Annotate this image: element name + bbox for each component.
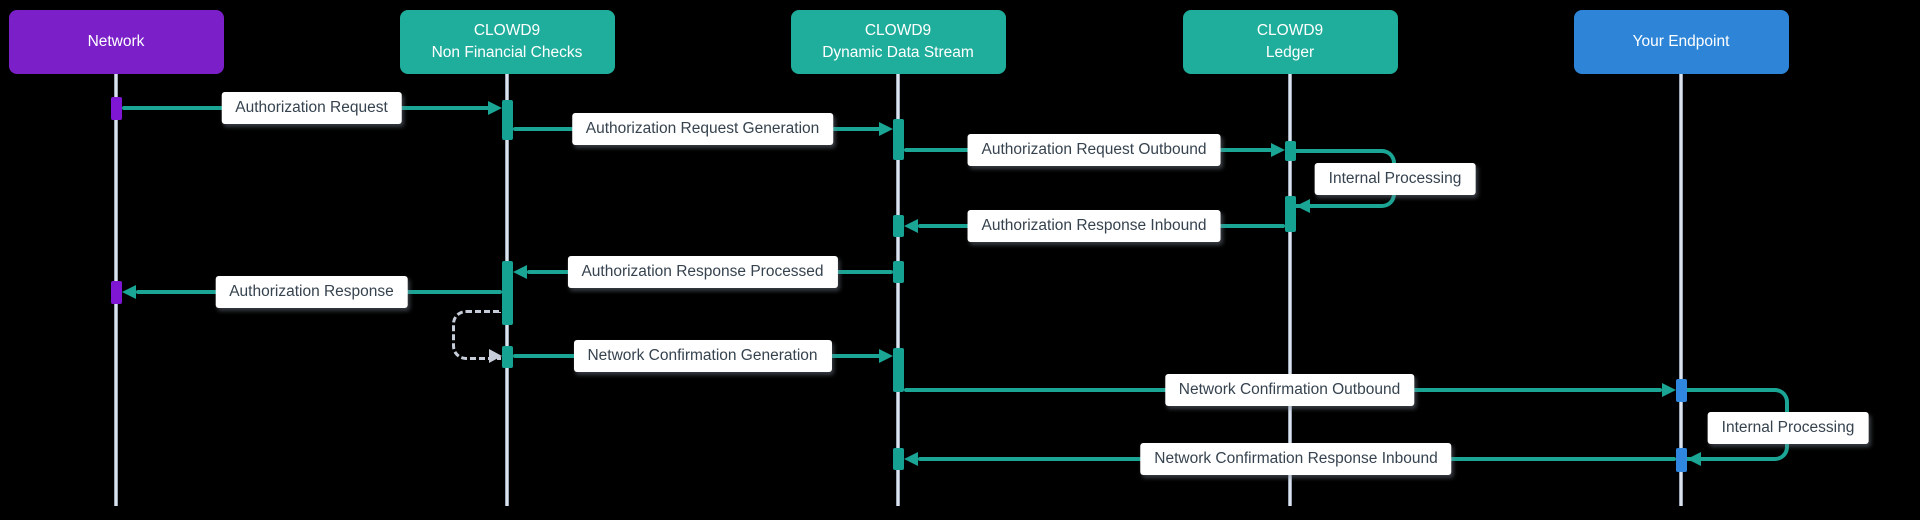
arrowhead-authorization-request-outbound-icon xyxy=(1270,142,1285,157)
actor-your-endpoint: Your Endpoint xyxy=(1573,10,1789,74)
message-label-authorization-response-processed: Authorization Response Processed xyxy=(567,256,838,288)
arrowhead-authorization-request-icon xyxy=(487,100,502,115)
activation-ledger-1 xyxy=(1284,141,1296,161)
activation-network-2 xyxy=(110,281,122,304)
message-label-network-confirmation-outbound: Network Confirmation Outbound xyxy=(1164,374,1415,406)
activation-nfc-3 xyxy=(501,346,513,368)
arrowhead-authorization-response-processed-icon xyxy=(512,264,527,279)
message-label-authorization-response-inbound: Authorization Response Inbound xyxy=(967,210,1221,242)
activation-dds-3 xyxy=(892,261,904,283)
actor-clowd9-dynamic-data-stream: CLOWD9 Dynamic Data Stream xyxy=(790,10,1006,74)
actor-ledger-label-line2: Ledger xyxy=(1265,44,1315,61)
actor-endpoint-label: Your Endpoint xyxy=(1632,33,1730,50)
actor-network-label: Network xyxy=(87,33,145,50)
arrowhead-network-confirmation-response-inbound-icon xyxy=(903,451,918,466)
activation-ledger-2 xyxy=(1284,196,1296,232)
arrowhead-network-confirmation-outbound-icon xyxy=(1661,382,1676,397)
actor-nfc-label-line2: Non Financial Checks xyxy=(431,44,583,61)
lifeline-ledger xyxy=(1288,74,1292,506)
activation-nfc-1 xyxy=(501,100,513,140)
lifeline-your-endpoint xyxy=(1679,74,1683,506)
activation-endpoint-1 xyxy=(1675,379,1687,402)
activation-dds-5 xyxy=(892,448,904,470)
message-label-authorization-request-generation: Authorization Request Generation xyxy=(571,113,834,145)
arrowhead-authorization-response-icon xyxy=(121,284,136,299)
actor-clowd9-ledger: CLOWD9 Ledger xyxy=(1182,10,1398,74)
self-loop-dashed-nfc xyxy=(452,310,501,360)
self-loop-endpoint-arrowhead-icon xyxy=(1686,451,1701,466)
self-loop-dashed-arrowhead-icon xyxy=(488,349,502,363)
actor-dds-label-line1: CLOWD9 xyxy=(864,22,932,39)
actor-clowd9-non-financial-checks: CLOWD9 Non Financial Checks xyxy=(399,10,615,74)
message-label-network-confirmation-generation: Network Confirmation Generation xyxy=(573,340,832,372)
message-label-authorization-response: Authorization Response xyxy=(215,276,408,308)
actor-dds-label-line2: Dynamic Data Stream xyxy=(822,44,974,61)
activation-dds-4 xyxy=(892,348,904,392)
activation-dds-2 xyxy=(892,215,904,237)
arrowhead-authorization-request-generation-icon xyxy=(878,121,893,136)
message-label-internal-processing-endpoint: Internal Processing xyxy=(1707,412,1869,444)
activation-endpoint-2 xyxy=(1675,448,1687,472)
actor-ledger-label-line1: CLOWD9 xyxy=(1256,22,1324,39)
self-loop-ledger-arrowhead-icon xyxy=(1295,198,1310,213)
message-label-network-confirmation-response-inbound: Network Confirmation Response Inbound xyxy=(1140,443,1452,475)
activation-network-1 xyxy=(110,97,122,120)
lifeline-dynamic-data-stream xyxy=(896,74,900,506)
actor-network: Network xyxy=(8,10,224,74)
activation-dds-1 xyxy=(892,119,904,160)
message-label-authorization-request: Authorization Request xyxy=(221,92,402,124)
actor-nfc-label-line1: CLOWD9 xyxy=(473,22,541,39)
message-label-authorization-request-outbound: Authorization Request Outbound xyxy=(967,134,1221,166)
arrowhead-network-confirmation-generation-icon xyxy=(878,348,893,363)
message-label-internal-processing-ledger: Internal Processing xyxy=(1314,163,1476,195)
activation-nfc-2 xyxy=(501,261,513,325)
arrowhead-authorization-response-inbound-icon xyxy=(903,218,918,233)
